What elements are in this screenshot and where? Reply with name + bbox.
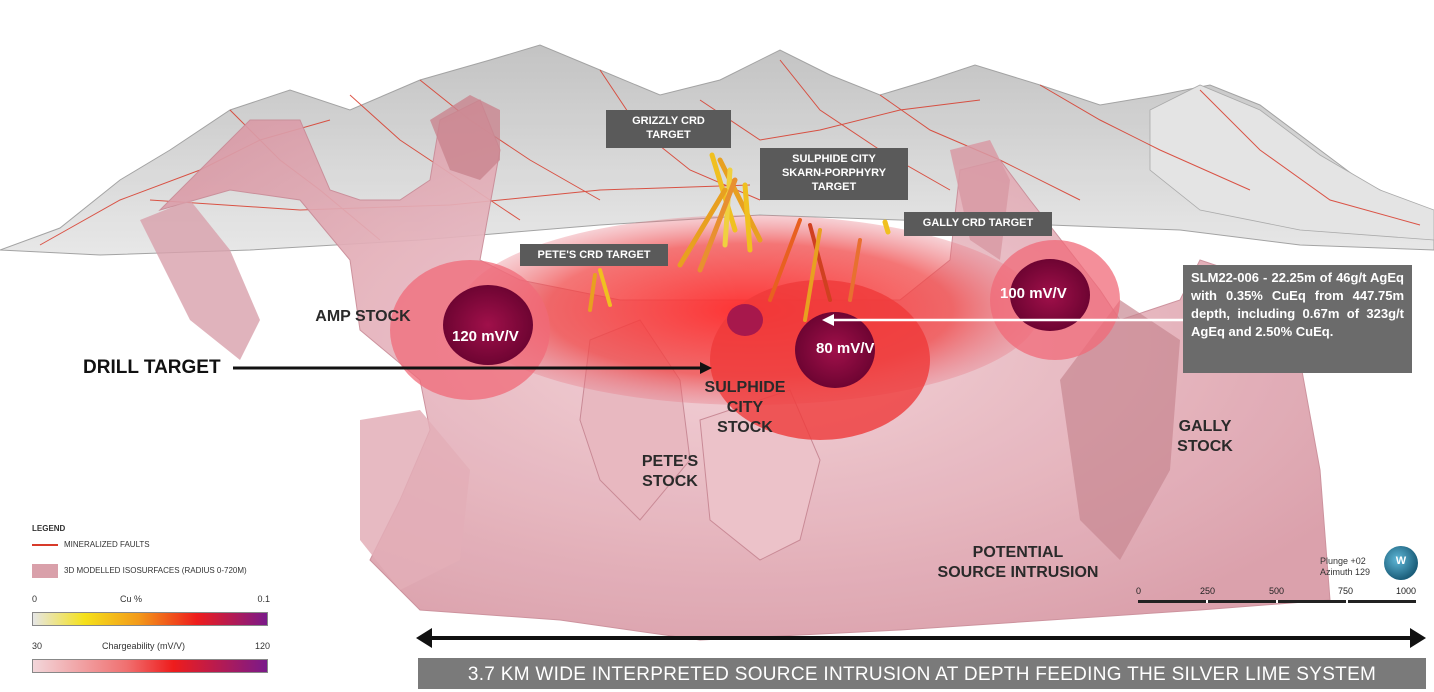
interpretation-banner: 3.7 KM WIDE INTERPRETED SOURCE INTRUSION…: [418, 658, 1426, 689]
orientation-readout: Plunge +02 Azimuth 129: [1320, 556, 1370, 578]
scale-tick-750: 750: [1338, 586, 1353, 596]
cu-min: 0: [32, 594, 37, 604]
scale-tick-500: 500: [1269, 586, 1284, 596]
sulphide-city-stock-label: SULPHIDE CITY STOCK: [690, 378, 800, 438]
chargeability-min: 30: [32, 641, 42, 651]
cu-max: 0.1: [257, 594, 270, 604]
sulphide-city-target-label: SULPHIDE CITY SKARN-PORPHYRY TARGET: [760, 148, 908, 200]
scale-bar: 0 250 500 750 1000: [1136, 586, 1419, 610]
chargeability-color-ramp: [32, 659, 268, 673]
chargeability-label: Chargeability (mV/V): [102, 641, 185, 651]
scale-bar-line: [1138, 600, 1418, 603]
gally-stock-label: GALLY STOCK: [1165, 417, 1245, 457]
petes-crd-target-label: PETE'S CRD TARGET: [520, 244, 668, 266]
scale-tick-0: 0: [1136, 586, 1141, 596]
petes-stock-label: PETE'S STOCK: [620, 452, 720, 492]
mv-80-label: 80 mV/V: [816, 340, 874, 357]
amp-stock-label: AMP STOCK: [308, 307, 418, 327]
legend-isosurfaces: 3D MODELLED ISOSURFACES (RADIUS 0-720M): [64, 566, 247, 575]
potential-source-intrusion-label: POTENTIAL SOURCE INTRUSION: [918, 543, 1118, 583]
globe-compass-icon: W: [1384, 546, 1418, 580]
gally-crd-target-label: GALLY CRD TARGET: [904, 212, 1052, 236]
azimuth-text: Azimuth 129: [1320, 567, 1370, 578]
cu-color-ramp: [32, 612, 268, 626]
mv-120-label: 120 mV/V: [452, 328, 519, 345]
drill-result-note: SLM22-006 - 22.25m of 46g/t AgEq with 0.…: [1183, 265, 1412, 373]
legend-title: LEGEND: [32, 524, 65, 533]
width-arrow: [416, 628, 1426, 648]
grizzly-crd-target-label: GRIZZLY CRD TARGET: [606, 110, 731, 148]
isosurface-swatch: [32, 564, 58, 578]
cu-label: Cu %: [120, 594, 142, 604]
legend-faults: MINERALIZED FAULTS: [64, 540, 150, 549]
legend: LEGEND MINERALIZED FAULTS 3D MODELLED IS…: [30, 524, 275, 684]
mv-100-label: 100 mV/V: [1000, 285, 1067, 302]
scale-tick-1000: 1000: [1396, 586, 1416, 596]
fault-line-swatch: [32, 544, 58, 546]
chargeability-max: 120: [255, 641, 270, 651]
scale-tick-250: 250: [1200, 586, 1215, 596]
drill-target-label: DRILL TARGET: [83, 357, 221, 379]
plunge-text: Plunge +02: [1320, 556, 1370, 567]
